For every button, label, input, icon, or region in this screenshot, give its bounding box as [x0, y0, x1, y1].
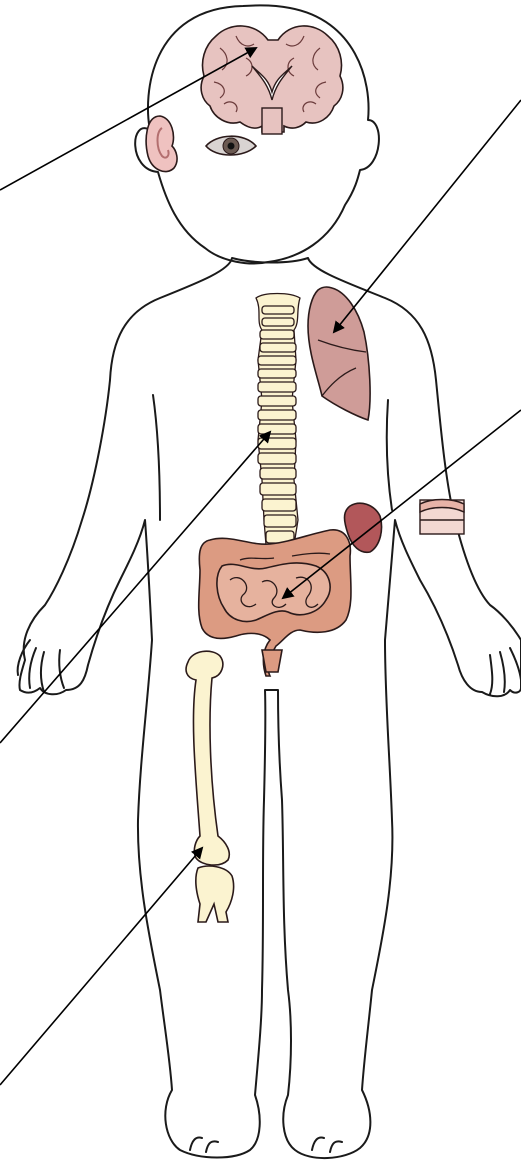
left-arm-inner-line [153, 395, 160, 520]
femur [186, 651, 234, 922]
right-arm-inner-line [387, 400, 392, 510]
pointer-line-brain [0, 48, 256, 190]
left-foot-toes [190, 1138, 218, 1153]
brain [201, 26, 343, 134]
pointer-line-lung [334, 100, 521, 332]
rectum [262, 650, 282, 672]
right-hand-fingers [490, 648, 521, 694]
ear-shape [146, 116, 177, 172]
eye [206, 136, 256, 155]
pointer-line-femur [0, 848, 202, 1085]
left-hand-fingers [18, 640, 64, 692]
spine [256, 294, 300, 546]
right-foot-toes [312, 1138, 342, 1153]
lung-shape [308, 287, 370, 420]
intestines [199, 530, 351, 676]
femur-shaft [186, 651, 229, 865]
pointer-line-intestines [283, 410, 521, 598]
ear [146, 116, 177, 172]
brainstem [262, 108, 282, 134]
tibia [196, 866, 234, 922]
lung [308, 287, 370, 420]
skin-sample [420, 500, 464, 535]
eye-pupil [228, 143, 235, 150]
